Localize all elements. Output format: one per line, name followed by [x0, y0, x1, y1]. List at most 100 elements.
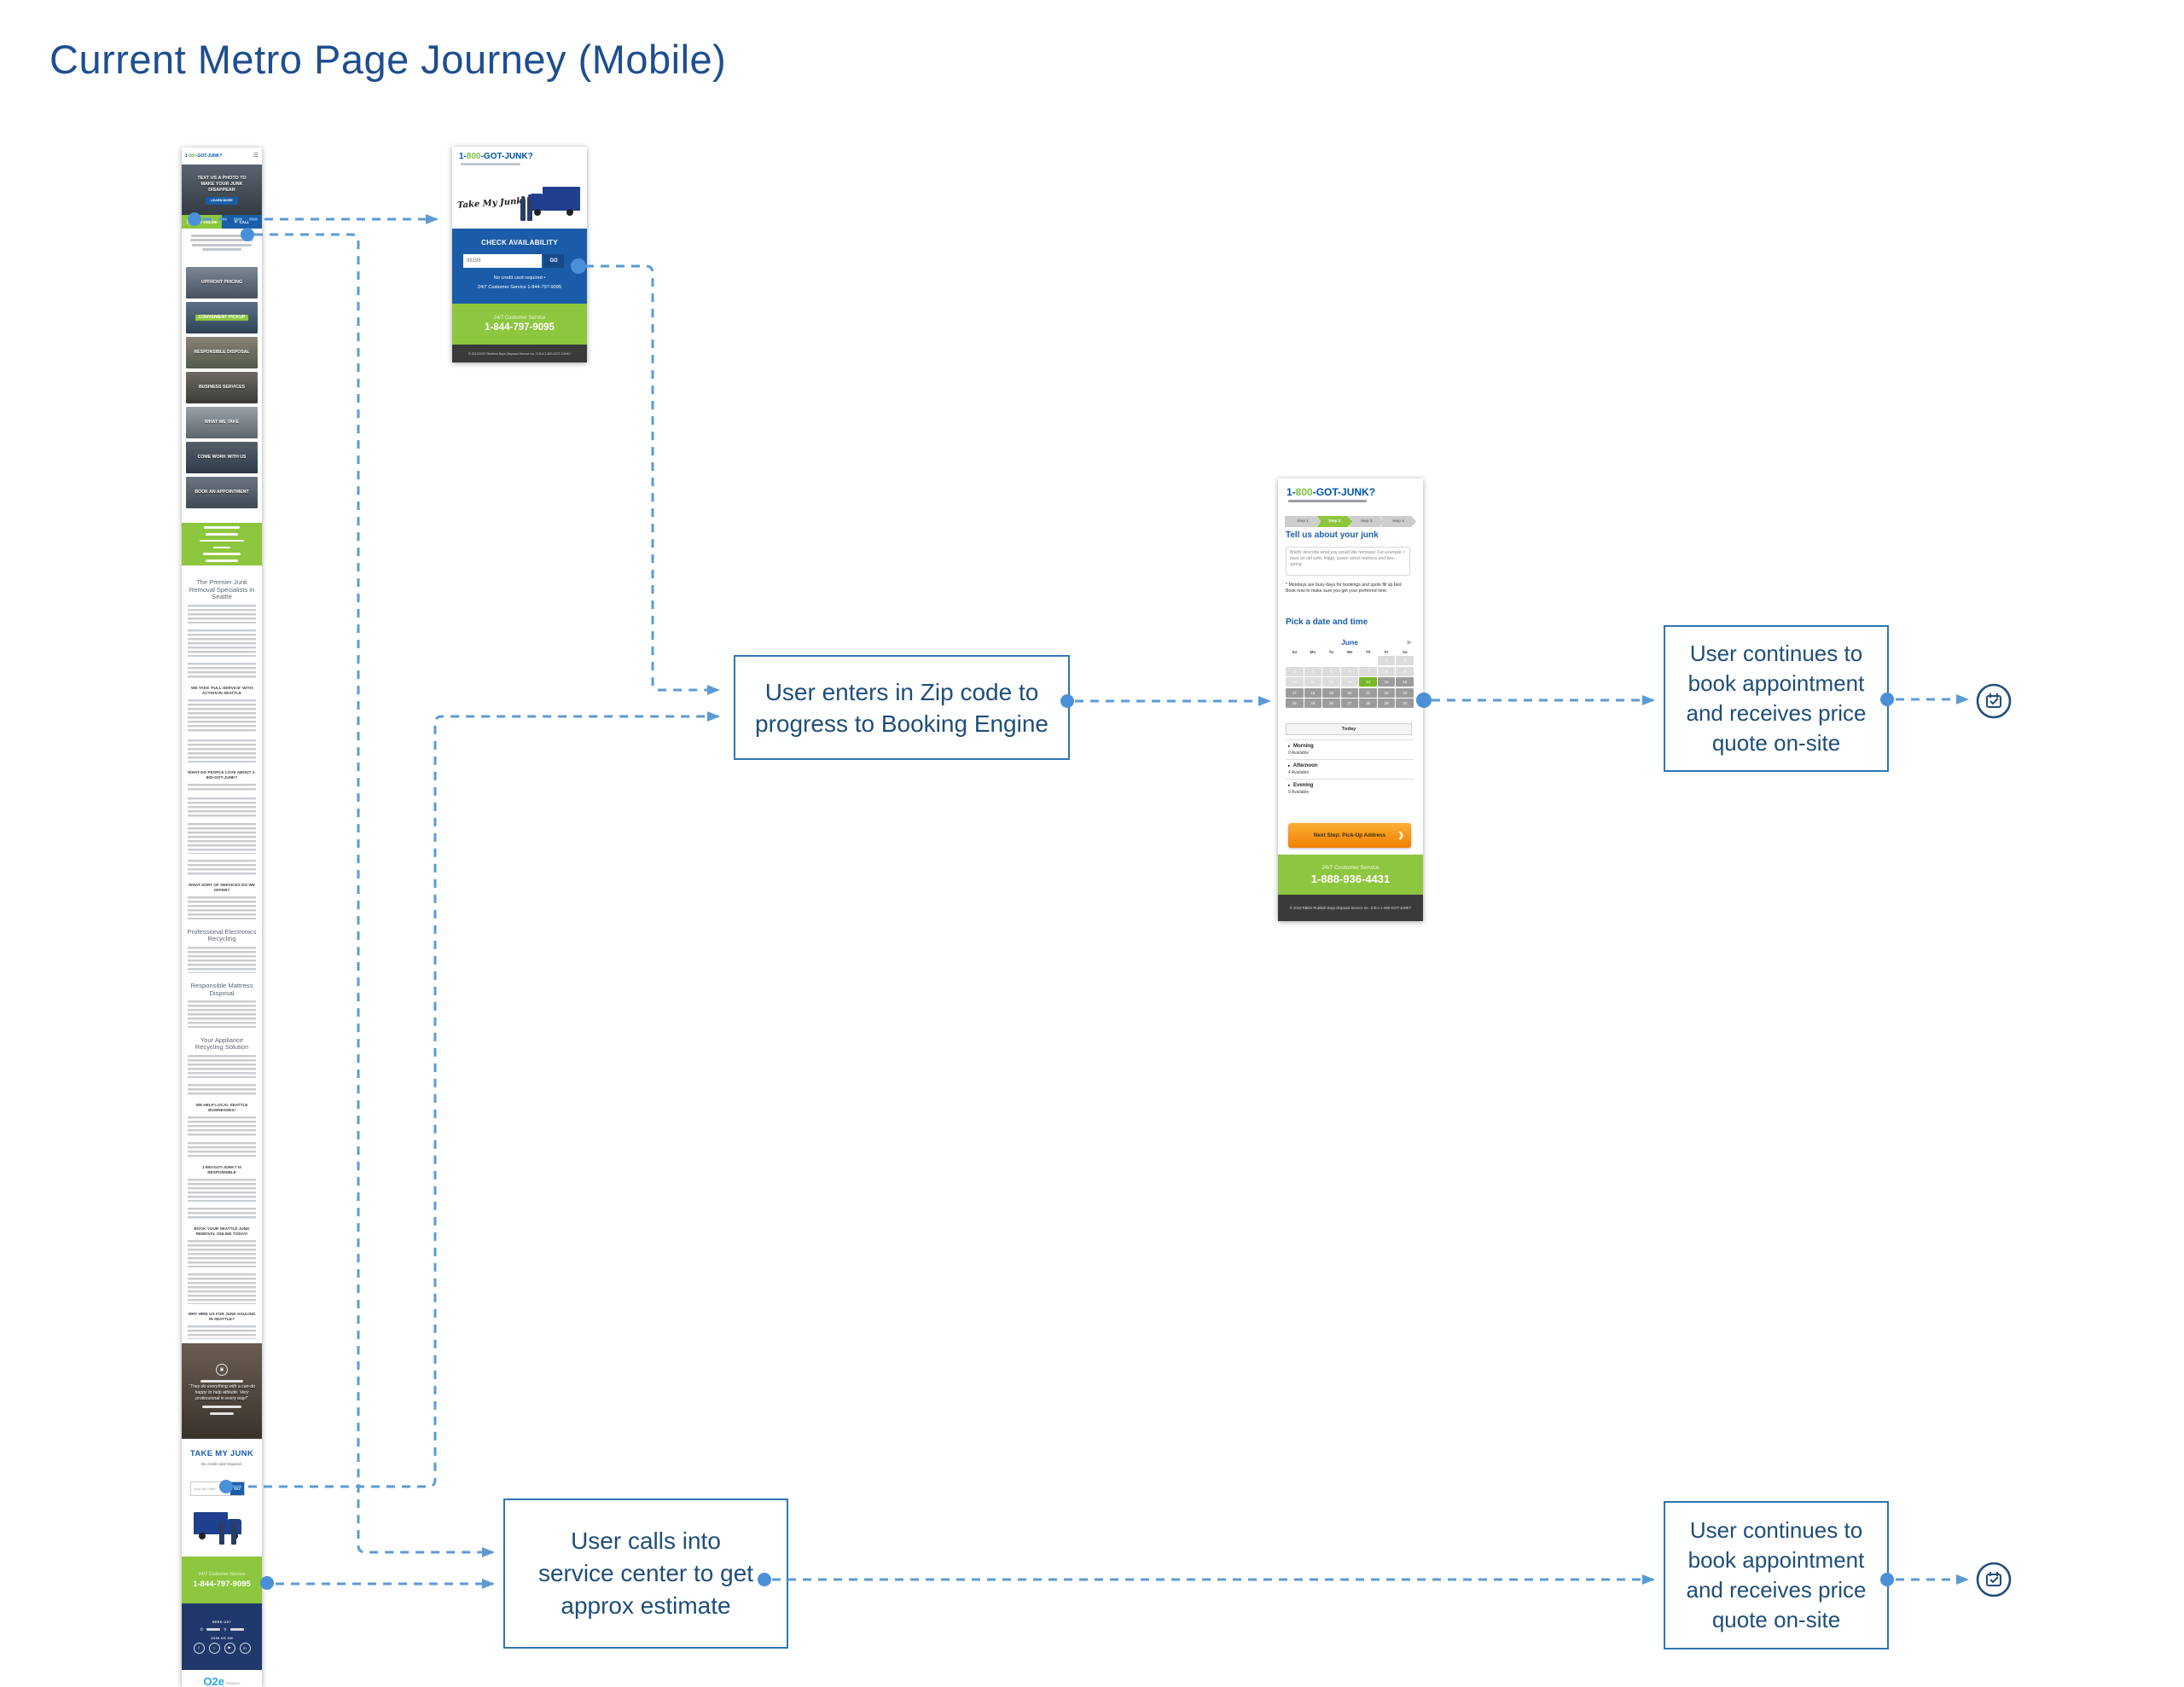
metro-card[interactable]: CONVENIENT PICKUP	[186, 302, 258, 333]
footer-menu-link[interactable]	[204, 526, 240, 529]
phone-number[interactable]: 1-888-936-4431	[1310, 872, 1391, 885]
calendar-day[interactable]: 23	[1396, 687, 1414, 698]
customer-service-line: 24/7 Customer Service 1-844-797-9095	[477, 285, 562, 290]
calendar-day[interactable]: 13	[1340, 677, 1359, 687]
popup-logo: 1-800-GOT-JUNK?	[459, 152, 533, 161]
social-icon[interactable]: in	[239, 1642, 251, 1654]
popup-go-button[interactable]: GO	[543, 254, 564, 268]
calendar-day-header: Fr	[1384, 650, 1389, 654]
calendar-day[interactable]: 5	[1322, 666, 1340, 676]
calendar-day	[1304, 656, 1322, 665]
calendar-day[interactable]: 11	[1304, 677, 1322, 687]
metro-card[interactable]: BOOK AN APPOINTMENT	[186, 477, 258, 508]
calendar-day[interactable]: 20	[1340, 687, 1359, 698]
calendar-day[interactable]: 18	[1304, 687, 1322, 698]
calendar-day[interactable]: 17	[1286, 687, 1304, 698]
calendar-day[interactable]: 24	[1286, 699, 1304, 708]
check-availability-heading: CHECK AVAILABILITY	[481, 239, 558, 246]
article-paragraph	[187, 1178, 257, 1202]
article-paragraph	[187, 1141, 257, 1157]
article-paragraph	[187, 1272, 257, 1304]
today-button[interactable]: Today	[1286, 723, 1412, 735]
arrow-call-to-callbox	[254, 233, 495, 1557]
next-step-button[interactable]: Next Step: Pick-Up Address ❯	[1288, 823, 1411, 848]
calendar-day[interactable]: 15	[1377, 677, 1396, 687]
chevron-right-icon: ❯	[186, 219, 189, 223]
footer-menu-link[interactable]	[212, 546, 231, 549]
zip-go-button[interactable]: GO	[230, 1482, 244, 1495]
time-slot-label: ▸ Afternoon	[1288, 762, 1318, 768]
flow-text-line: book appointment	[1687, 670, 1865, 696]
article-heading: 1-800-GOT-JUNK? IS RESPONSIBLE	[201, 1164, 242, 1174]
calendar-day[interactable]: 3	[1286, 666, 1304, 676]
calendar-month: June	[1341, 637, 1358, 646]
calendar-day[interactable]: 27	[1340, 699, 1359, 708]
book-online-button[interactable]: ❯BOOK ONLINE	[182, 215, 222, 229]
calendar-day[interactable]: 25	[1304, 699, 1322, 708]
footer-menu-link[interactable]	[199, 539, 245, 542]
article-heading: Professional Electronics Recycling	[187, 927, 257, 942]
calendar-day[interactable]: 6	[1340, 666, 1359, 676]
step-tab-1: Step 1	[1285, 516, 1321, 527]
junk-description-input[interactable]: Briefly describe what you would like rem…	[1286, 547, 1410, 576]
truck-photo	[182, 1499, 262, 1555]
flow-text-line: User continues to	[1689, 1517, 1863, 1543]
location-pin-icon: ⚲	[224, 1626, 227, 1632]
popup-zip-input[interactable]: 98198	[463, 254, 542, 268]
calendar-day[interactable]: 14	[1359, 677, 1377, 687]
time-slot-label: ▸ Morning	[1288, 743, 1314, 749]
calendar-day[interactable]: 26	[1322, 699, 1340, 708]
calendar-day[interactable]: 9	[1396, 666, 1414, 676]
metro-logo: 1-800-GOT-JUNK?	[185, 153, 223, 159]
hamburger-menu-icon[interactable]: ☰	[253, 153, 258, 159]
pick-date-heading: Pick a date and time	[1286, 617, 1368, 627]
metro-card[interactable]: WHAT WE TAKE	[186, 407, 258, 438]
article-paragraph	[187, 1000, 257, 1028]
expand-arrow-icon: ▸	[1288, 743, 1291, 748]
footer-menu-link[interactable]	[203, 553, 241, 555]
article-paragraph	[187, 1116, 257, 1136]
metro-card[interactable]: RESPONSIBLE DISPOSAL	[186, 337, 258, 368]
article-paragraph	[187, 946, 257, 973]
learn-more-button[interactable]: LEARN MORE	[206, 196, 238, 205]
calendar-day[interactable]: 30	[1396, 699, 1414, 708]
calendar-day[interactable]: 22	[1377, 687, 1396, 698]
footer-menu-link[interactable]	[206, 533, 238, 536]
calendar-day[interactable]: 10	[1286, 677, 1304, 687]
calendar-day[interactable]: 1	[1377, 656, 1396, 665]
phone-number[interactable]: 1-844-797-9095	[193, 1579, 251, 1589]
footer-menu-link[interactable]	[206, 559, 238, 562]
zip-input[interactable]: Your Zip Code GO	[190, 1481, 245, 1496]
social-icon[interactable]: f	[193, 1642, 205, 1654]
calendar-day[interactable]: 19	[1322, 687, 1340, 698]
call-button[interactable]: ✆CALL	[222, 215, 262, 229]
calendar-day[interactable]: 2	[1396, 656, 1414, 665]
calendar-day[interactable]: 28	[1359, 699, 1377, 708]
next-month-icon[interactable]: ▶	[1407, 639, 1412, 646]
article-paragraph	[187, 896, 257, 919]
social-icon[interactable]: t	[208, 1642, 220, 1654]
calendar-day[interactable]: 8	[1377, 666, 1396, 676]
calendar-day[interactable]: 7	[1359, 666, 1377, 676]
phone-number[interactable]: 1-844-797-9095	[485, 322, 555, 333]
metro-card[interactable]: UPFRONT PRICING	[186, 267, 258, 299]
metro-card[interactable]: COME WORK WITH US	[186, 442, 258, 473]
metro-card[interactable]: BUSINESS SERVICES	[186, 372, 258, 403]
booking-heading: Tell us about your junk	[1286, 530, 1379, 540]
social-icon[interactable]: ▶	[224, 1642, 235, 1654]
calendar-day[interactable]: 12	[1322, 677, 1340, 687]
calendar-day[interactable]: 4	[1304, 666, 1322, 676]
calendar-day[interactable]: 16	[1396, 677, 1414, 687]
calendar-day[interactable]: 29	[1377, 699, 1396, 708]
calendar-day[interactable]: 21	[1359, 687, 1377, 698]
